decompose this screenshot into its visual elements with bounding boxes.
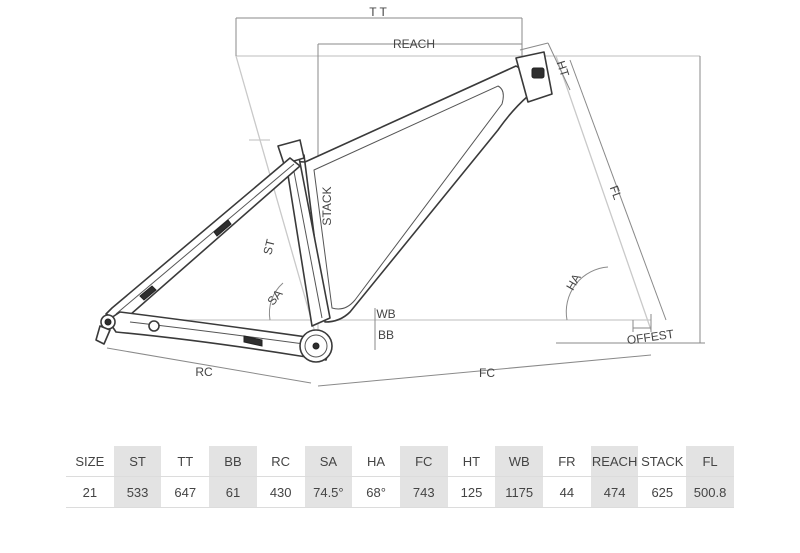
header-tt: TT xyxy=(161,446,210,477)
value-bb: 61 xyxy=(209,476,257,508)
label-ha: HA xyxy=(563,271,583,292)
value-fc: 743 xyxy=(399,476,448,508)
header-rc: RC xyxy=(256,446,305,477)
label-bb: BB xyxy=(378,328,394,342)
label-rc: RC xyxy=(195,365,213,379)
label-fl: FL xyxy=(607,184,625,202)
frame-geometry-diagram: T T REACH HT STACK FL ST SA HA WB BB RC … xyxy=(95,5,705,387)
header-ha: HA xyxy=(352,446,400,477)
header-fc: FC xyxy=(399,446,448,477)
value-fl: 500.8 xyxy=(686,476,734,508)
value-st: 533 xyxy=(113,476,162,508)
header-size: SIZE xyxy=(66,446,114,477)
value-stack: 625 xyxy=(638,476,687,508)
header-sa: SA xyxy=(304,446,353,477)
header-bb: BB xyxy=(209,446,257,477)
value-ha: 68° xyxy=(352,476,400,508)
label-ht: HT xyxy=(554,59,572,79)
dimension-lines xyxy=(106,17,705,387)
label-tt: T T xyxy=(369,5,387,19)
spec-value-row: 21 533 647 61 430 74.5° 68° 743 125 1175… xyxy=(66,476,734,508)
header-st: ST xyxy=(113,446,162,477)
header-ht: HT xyxy=(447,446,496,477)
value-tt: 647 xyxy=(161,476,210,508)
header-wb: WB xyxy=(495,446,544,477)
label-offset: OFFEST xyxy=(626,327,675,348)
label-sa: SA xyxy=(264,287,285,308)
value-reach: 474 xyxy=(590,476,639,508)
header-fr: FR xyxy=(543,446,591,477)
label-wb: WB xyxy=(376,307,395,321)
value-fr: 44 xyxy=(543,476,591,508)
header-fl: FL xyxy=(686,446,734,477)
label-st: ST xyxy=(260,237,277,256)
header-stack: STACK xyxy=(638,446,687,477)
value-size: 21 xyxy=(66,476,114,508)
value-sa: 74.5° xyxy=(304,476,353,508)
value-ht: 125 xyxy=(447,476,496,508)
label-fc: FC xyxy=(479,366,495,380)
spec-header-row: SIZE ST TT BB RC SA HA FC HT WB FR REACH… xyxy=(66,446,734,477)
dimension-labels: T T REACH HT STACK FL ST SA HA WB BB RC … xyxy=(195,5,675,380)
geometry-spec-table: SIZE ST TT BB RC SA HA FC HT WB FR REACH… xyxy=(66,446,734,508)
value-rc: 430 xyxy=(256,476,305,508)
header-reach: REACH xyxy=(590,446,639,477)
geometry-guides xyxy=(106,55,700,344)
label-stack: STACK xyxy=(320,186,334,225)
value-wb: 1175 xyxy=(495,476,544,508)
bike-frame xyxy=(95,51,553,363)
label-reach: REACH xyxy=(393,37,435,51)
headset-badge-icon xyxy=(531,67,545,79)
